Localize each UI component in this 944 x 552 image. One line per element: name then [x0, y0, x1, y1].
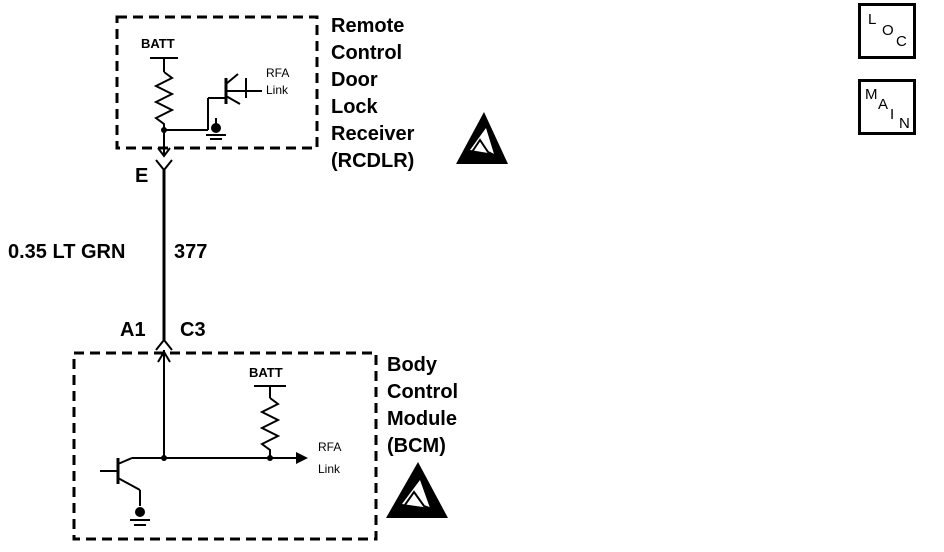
bcm-batt-label: BATT — [249, 365, 283, 380]
bcm-pullup-resistor — [259, 397, 281, 458]
rcdlr-esd-warning-icon — [456, 112, 508, 164]
rcdlr-name-line-3: Door — [331, 69, 378, 91]
connector-c3-label: C3 — [180, 319, 206, 341]
rcdlr-link-label: Link — [266, 83, 289, 97]
rcdlr-name-line-2: Control — [331, 42, 402, 64]
connection-wire: E 0.35 LT GRN 377 A1 C3 — [8, 159, 207, 351]
main-letter-i: I — [890, 106, 895, 123]
rcdlr-module: BATT RFA Link Remote Control Door Lock R… — [115, 15, 508, 172]
loc-letter-l: L — [868, 11, 877, 28]
rcdlr-dashed-border — [115, 15, 319, 150]
loc-button[interactable]: L O C — [858, 3, 916, 59]
bcm-esd-warning-icon — [386, 462, 448, 518]
main-letter-m: M — [865, 86, 878, 103]
wire-gauge-color-label: 0.35 LT GRN — [8, 241, 125, 263]
rcdlr-name-line-4: Lock — [331, 96, 379, 118]
bcm-name-line-2: Control — [387, 381, 458, 403]
main-letter-n: N — [899, 115, 910, 132]
bcm-link-label: Link — [318, 462, 341, 476]
rcdlr-name-line-1: Remote — [331, 15, 404, 37]
rcdlr-ground-icon — [206, 118, 226, 140]
bcm-transistor — [100, 457, 141, 506]
bcm-name-line-3: Module — [387, 408, 457, 430]
loc-letter-c: C — [896, 33, 907, 50]
rcdlr-transistor — [224, 73, 262, 105]
rcdlr-name-line-5: Receiver — [331, 123, 415, 145]
bcm-name-line-1: Body — [387, 354, 438, 376]
main-button[interactable]: M A I N — [858, 79, 916, 135]
main-letter-a: A — [878, 96, 889, 113]
bcm-rfa-label: RFA — [318, 440, 341, 454]
bcm-name-line-4: (BCM) — [387, 435, 446, 457]
rcdlr-name-line-6: (RCDLR) — [331, 150, 414, 172]
bcm-module: BATT RFA Link Body Control Module (BCM) — [72, 350, 458, 541]
connector-e-label: E — [135, 165, 148, 187]
bcm-dashed-border — [72, 351, 378, 541]
bcm-ground-icon — [130, 507, 150, 526]
wire-circuit-label: 377 — [174, 241, 207, 263]
loc-letter-o: O — [882, 22, 894, 39]
rcdlr-rfa-label: RFA — [266, 66, 289, 80]
rcdlr-pullup-resistor — [153, 71, 175, 130]
rcdlr-batt-label: BATT — [141, 36, 175, 51]
connector-a1-label: A1 — [120, 319, 146, 341]
